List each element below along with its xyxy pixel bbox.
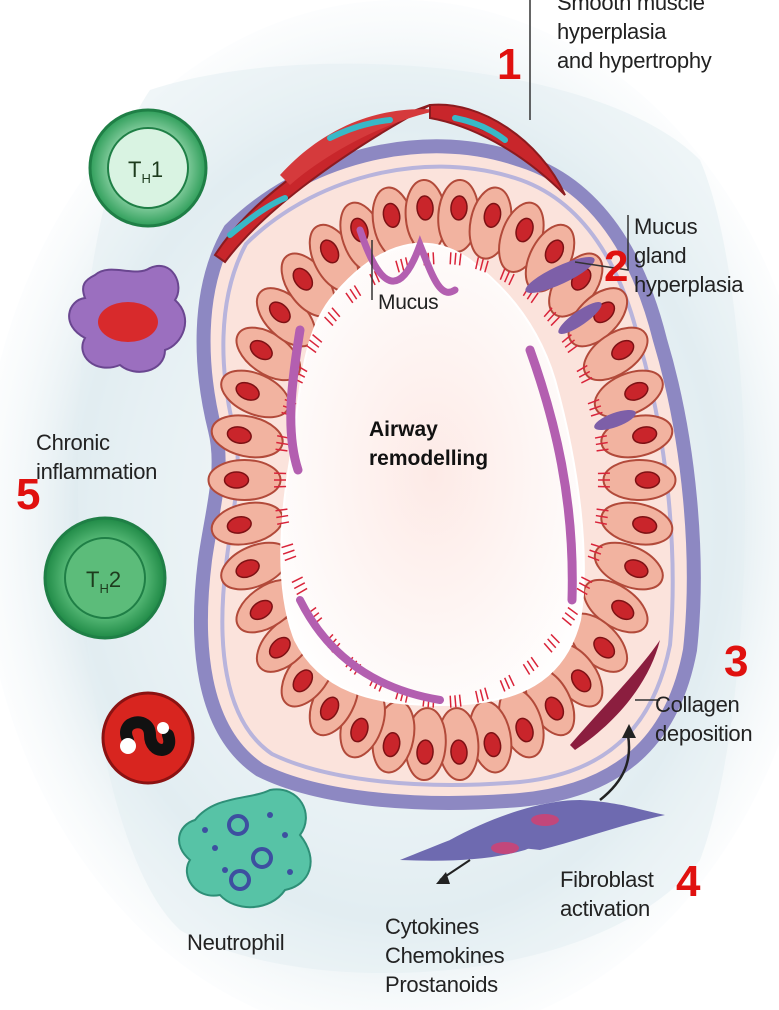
collagen-label-line1: Collagen xyxy=(655,690,752,719)
mucus-gland-label-line3: hyperplasia xyxy=(634,270,743,299)
neutrophil-label: Neutrophil xyxy=(187,928,284,957)
mediators-label-line3: Prostanoids xyxy=(385,970,504,999)
center-title-line1: Airway xyxy=(369,415,488,444)
mucus-gland-label: Mucus gland hyperplasia xyxy=(634,212,743,299)
mediators-label-line1: Cytokines xyxy=(385,912,504,941)
smooth-muscle-label-line2: hyperplasia xyxy=(557,17,712,46)
fibroblast-label: Fibroblast activation xyxy=(560,865,654,923)
cilium xyxy=(455,253,456,265)
fibroblast-label-line1: Fibroblast xyxy=(560,865,654,894)
th1-cell xyxy=(90,110,206,226)
number-3: 3 xyxy=(724,637,748,687)
mediators-label-line2: Chemokines xyxy=(385,941,504,970)
cell-nucleus xyxy=(636,472,660,488)
collagen-label-line2: deposition xyxy=(655,719,752,748)
cilium xyxy=(450,252,451,264)
center-title: Airway remodelling xyxy=(369,415,488,473)
mucus-label: Mucus xyxy=(378,288,438,317)
mucus-gland-label-line1: Mucus xyxy=(634,212,743,241)
chronic-inflammation-line1: Chronic xyxy=(36,428,157,457)
center-title-line2: remodelling xyxy=(369,444,488,473)
number-1: 1 xyxy=(497,40,521,90)
mediators-label: Cytokines Chemokines Prostanoids xyxy=(385,912,504,999)
chronic-inflammation-label: Chronic inflammation xyxy=(36,428,157,486)
collagen-label: Collagen deposition xyxy=(655,690,752,748)
cilium xyxy=(433,252,434,264)
cilium xyxy=(455,695,456,707)
smooth-muscle-label: Smooth muscle hyperplasia and hypertroph… xyxy=(557,0,712,75)
th2-cell xyxy=(45,518,165,638)
fibroblast-label-line2: activation xyxy=(560,894,654,923)
number-5: 5 xyxy=(16,470,40,520)
cell-nucleus xyxy=(225,472,249,488)
smooth-muscle-label-line1: Smooth muscle xyxy=(557,0,712,17)
smooth-muscle-label-line3: and hypertrophy xyxy=(557,46,712,75)
eosinophil-cell xyxy=(103,693,193,783)
number-2: 2 xyxy=(604,242,628,292)
mucus-gland-label-line2: gland xyxy=(634,241,743,270)
cilium xyxy=(450,696,451,708)
number-4: 4 xyxy=(676,857,700,907)
chronic-inflammation-line2: inflammation xyxy=(36,457,157,486)
